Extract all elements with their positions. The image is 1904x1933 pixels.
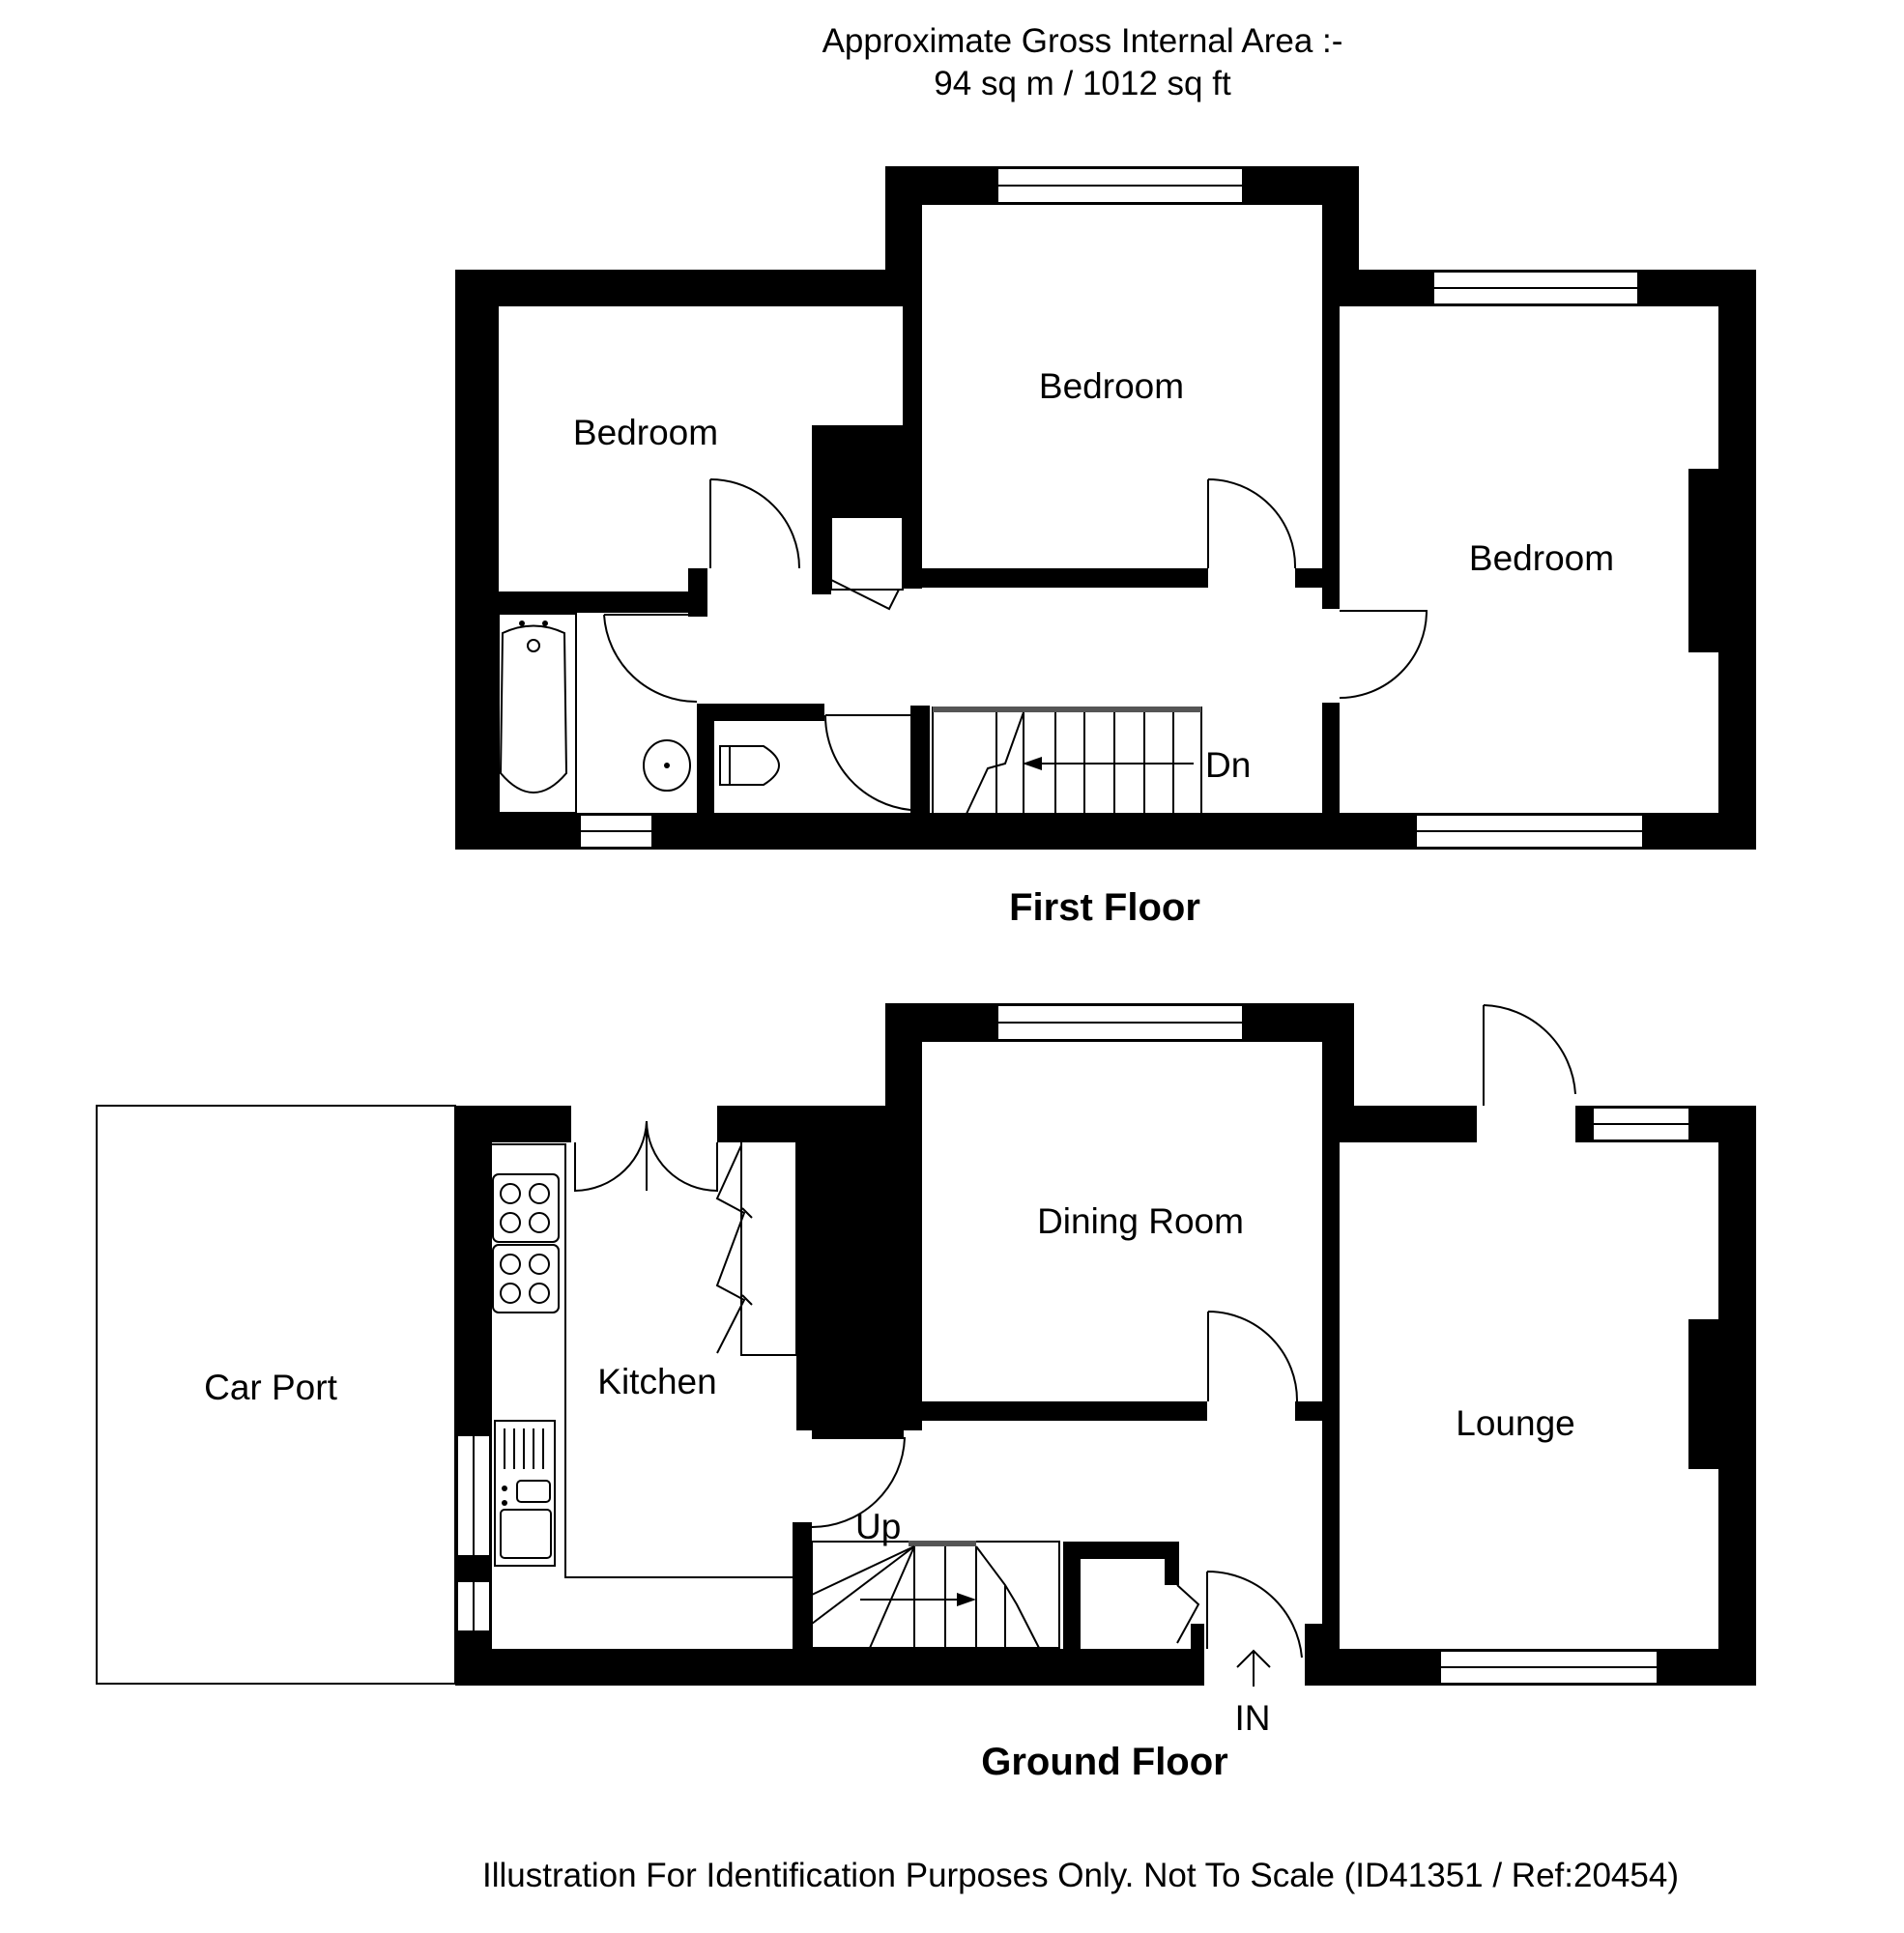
ground-floor-walls [455,1003,1756,1686]
ground-floor-doors [574,1004,1576,1659]
room-label-car-port: Car Port [204,1368,337,1407]
hob-icon [492,1173,560,1243]
ground-floor-title: Ground Floor [981,1741,1228,1783]
door-swing [603,614,698,704]
entrance-door-swing [1206,1570,1303,1659]
door-swing [709,478,800,569]
stairs-arrow-icon [957,1593,976,1606]
ground-floor-stairs: Up [811,1507,1060,1649]
stairs-up-label: Up [855,1507,901,1546]
room-label-dining-room: Dining Room [1037,1201,1244,1241]
door-swing [811,1437,907,1529]
first-floor-title: First Floor [1009,886,1200,929]
door-swing [1207,1311,1299,1402]
toilet-icon [729,745,780,786]
cupboard-door [830,579,900,611]
ground-floor-plan: Up IN Dining Room Kitchen Lounge Car Por… [96,1003,1756,1783]
disclaimer: Illustration For Identification Purposes… [482,1857,1679,1894]
car-port-outline [96,1105,456,1685]
door-swing [1339,610,1428,699]
hob-icon [492,1244,560,1313]
bath-icon [499,624,568,793]
area-value: 94 sq m / 1012 sq ft [934,65,1231,102]
first-floor-plan: Dn Bedroom Bedroom Bedroom First Floor [455,166,1756,929]
cupboard-doors [715,1144,746,1354]
room-label-lounge: Lounge [1456,1403,1574,1443]
area-heading: Approximate Gross Internal Area :- [822,22,1343,60]
stairs-down-label: Dn [1205,745,1251,785]
room-label-kitchen: Kitchen [597,1362,716,1401]
first-floor-fixtures [498,613,780,814]
room-label-bedroom-1: Bedroom [573,413,718,452]
first-floor-windows [579,167,1644,849]
entrance-arrow-icon [1236,1649,1271,1687]
first-floor-stairs: Dn [932,707,1251,815]
room-label-bedroom-2: Bedroom [1039,366,1184,406]
kitchen-fittings [492,1143,793,1578]
door-swing [574,1120,648,1193]
door-swing [1483,1004,1576,1106]
stairs-arrow-icon [1023,757,1042,770]
ground-floor-windows [456,1004,1690,1685]
door-swing [646,1120,718,1193]
cupboard-door [1176,1584,1200,1644]
door-swing [1207,478,1297,569]
door-swing [823,714,911,811]
room-label-bedroom-3: Bedroom [1469,538,1614,578]
entrance-label: IN [1235,1698,1271,1738]
first-floor-doors [603,478,1428,811]
